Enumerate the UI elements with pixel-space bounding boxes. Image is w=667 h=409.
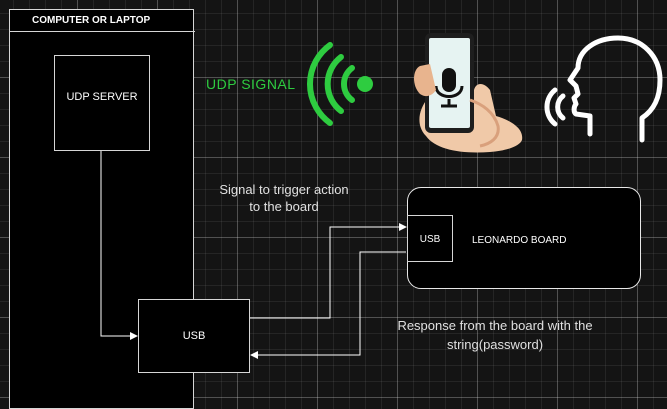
leonardo-board-label: LEONARDO BOARD — [472, 235, 567, 246]
board-usb-label: USB — [419, 234, 441, 245]
phone-microphone-icon — [414, 33, 523, 153]
speaking-head-icon — [544, 35, 663, 143]
board-to-usb-arrow — [250, 251, 406, 359]
server-to-usb-arrow — [100, 151, 138, 340]
udp-signal-label: UDP SIGNAL — [206, 76, 296, 92]
usb-box: USB — [138, 299, 250, 373]
board-usb-box: USB — [407, 215, 453, 262]
wifi-signal-icon — [306, 42, 373, 126]
response-text: Response from the board with the string(… — [397, 318, 593, 352]
udp-server-label: UDP SERVER — [66, 91, 138, 103]
computer-title: COMPUTER OR LAPTOP — [10, 10, 195, 32]
usb-label: USB — [182, 330, 206, 342]
trigger-signal-text: Signal to trigger action to the board — [219, 182, 349, 214]
udp-server-box: UDP SERVER — [54, 55, 150, 151]
usb-to-board-arrow — [250, 223, 407, 319]
